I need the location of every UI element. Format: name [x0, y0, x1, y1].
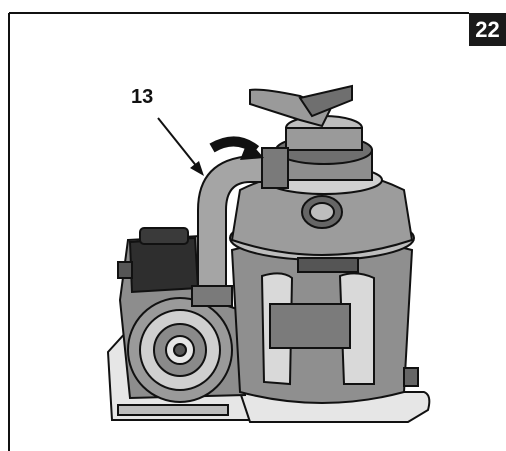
tank-port	[301, 195, 343, 229]
page-number-badge: 22	[469, 13, 506, 46]
callout-13-label: 13	[131, 86, 154, 108]
callout-13-leader	[157, 117, 204, 176]
pump-strainer	[127, 297, 233, 403]
twist-direction-arrow	[209, 136, 264, 160]
multiport-valve	[265, 115, 383, 195]
valve-handle	[249, 84, 353, 128]
connector-hose	[191, 147, 289, 307]
